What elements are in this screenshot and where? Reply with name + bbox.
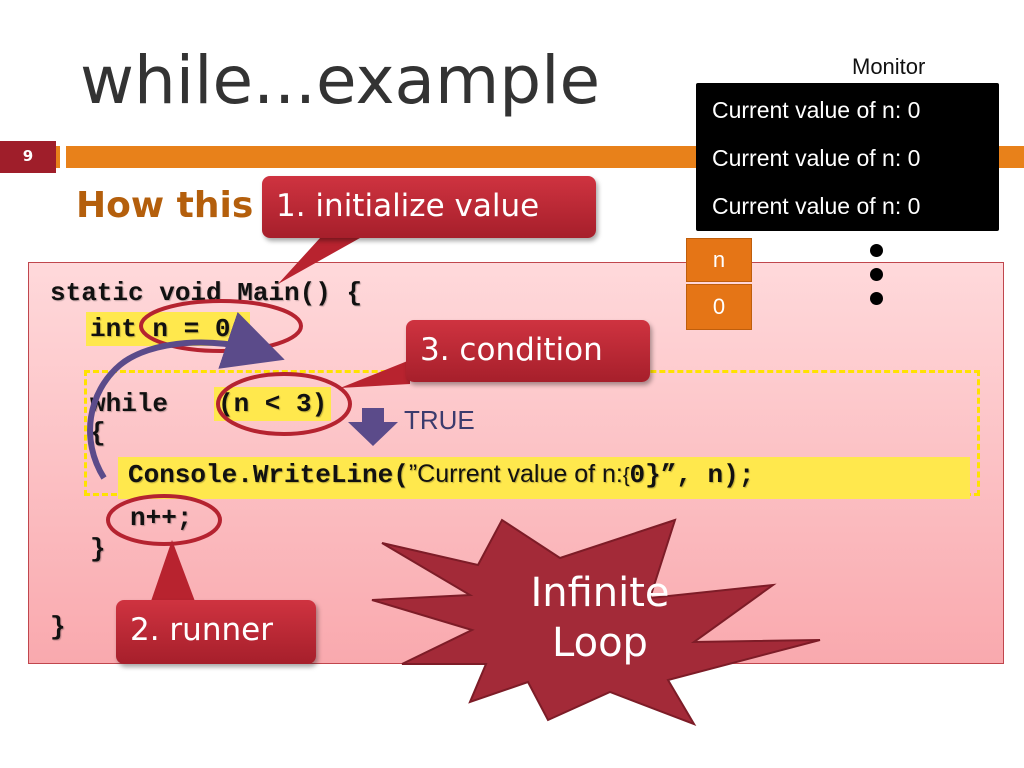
ellipsis-dot-2	[870, 268, 883, 281]
monitor-line-2: Current value of n: 0	[712, 145, 921, 171]
code-writeline-call: Console.WriteLine(	[128, 460, 409, 490]
infinite-loop-line-2: Loop	[552, 620, 648, 666]
code-while-condition: (n < 3)	[214, 387, 332, 421]
code-while-keyword: while	[90, 389, 184, 419]
callout-condition: 3. condition	[406, 320, 650, 382]
monitor-console: Current value of n: 0 Current value of n…	[696, 83, 999, 231]
variable-name-box: n	[686, 238, 752, 282]
code-writeline-string: ”Current value of n:	[408, 460, 623, 488]
variable-value-box: 0	[686, 284, 752, 330]
code-writeline-rest: 0}”, n);	[629, 460, 755, 490]
callout-initialize-tail	[278, 238, 360, 284]
code-writeline-highlight	[118, 457, 970, 499]
code-writeline: Console.WriteLine(”Current value of n:{0…	[128, 460, 754, 490]
code-open-brace: {	[90, 418, 106, 448]
runner-ellipse	[106, 494, 222, 546]
callout-initialize: 1. initialize value	[262, 176, 596, 238]
monitor-line-1: Current value of n: 0	[712, 97, 921, 123]
ellipsis-dot-3	[870, 292, 883, 305]
callout-runner-tail	[150, 540, 196, 604]
true-arrow-icon	[348, 408, 398, 446]
callout-runner: 2. runner	[116, 600, 316, 664]
infinite-loop-burst	[371, 518, 821, 726]
code-writeline-brace: {	[622, 465, 630, 487]
callout-condition-tail	[340, 360, 410, 388]
code-close-brace-main: }	[50, 612, 66, 642]
monitor-line-3: Current value of n: 0	[712, 193, 921, 219]
ellipsis-dot-1	[870, 244, 883, 257]
infinite-loop-text: Infinite Loop	[480, 568, 720, 668]
condition-ellipse	[216, 372, 352, 436]
code-increment: n++;	[130, 503, 193, 533]
monitor-label: Monitor	[852, 54, 926, 79]
infinite-loop-line-1: Infinite	[530, 570, 670, 616]
flow-arrow	[87, 312, 285, 480]
slide-number: 9	[0, 141, 56, 173]
slide-title: while...example	[80, 42, 601, 119]
code-close-brace-while: }	[90, 534, 106, 564]
true-label: TRUE	[404, 405, 475, 435]
